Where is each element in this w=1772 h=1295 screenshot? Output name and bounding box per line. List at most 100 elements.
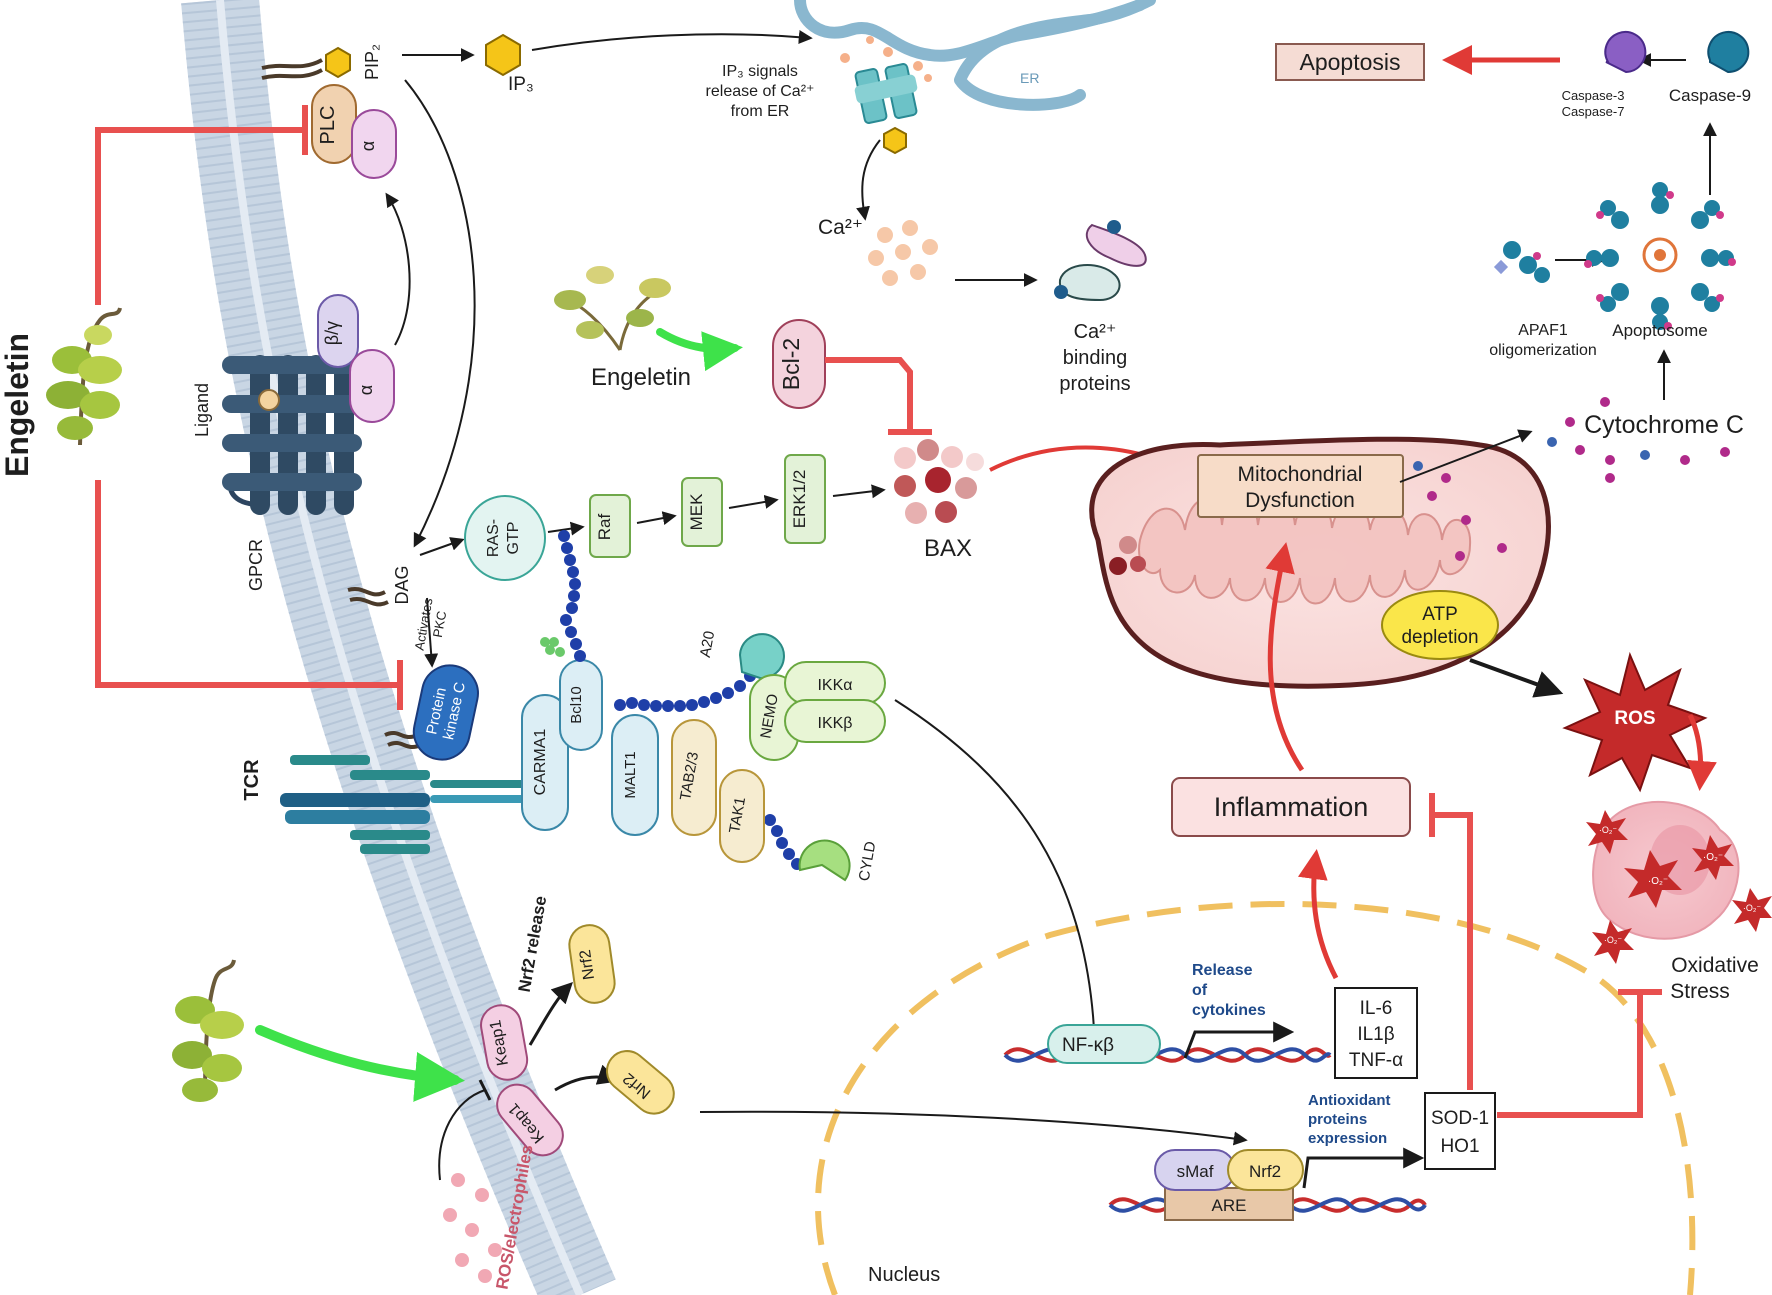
o2-label-d: ·O₂⁻: [1604, 935, 1622, 945]
nucleus-label: Nucleus: [868, 1264, 940, 1286]
cytochrome-dots: [1547, 397, 1730, 483]
transcription-arrow-nfkb: [1183, 1021, 1295, 1059]
nrf2-released-label: Nrf2: [577, 948, 598, 980]
oxidative-line1: Oxidative: [1671, 954, 1759, 977]
engeletin-center-label: Engeletin: [591, 364, 691, 391]
erk-label: ERK1/2: [790, 470, 809, 529]
ca-label: Ca²⁺: [818, 216, 863, 239]
ikka-label: IKKα: [817, 677, 852, 694]
apaf1-line1: APAF1: [1518, 322, 1568, 339]
ca-binding-proteins-icon: [1054, 220, 1147, 302]
tnfa-label: TNF-α: [1349, 1050, 1403, 1071]
nrf2-release-label: Nrf2 release: [515, 894, 551, 993]
atp-to-ros-arrow: [1469, 658, 1564, 698]
a20-label: A20: [697, 630, 718, 659]
nrf2-nuclear-label: Nrf2: [1249, 1162, 1281, 1181]
apoptosome-label: Apoptosome: [1612, 321, 1707, 340]
ip3-hexagon: [485, 33, 521, 77]
are-label: ARE: [1212, 1196, 1247, 1215]
antiox-inhibit-inflammation: [1432, 812, 1473, 1090]
ca-ions: [868, 220, 938, 286]
gpcr-group: Ligand GPCR β/γ α PIP₂ PLC α: [192, 44, 411, 591]
keap1-protein-upper: [480, 1004, 529, 1081]
nrf2-free-protein: [605, 1050, 675, 1115]
plasma-membrane: [181, 0, 616, 1295]
ip3-bound-hexagon: [883, 126, 907, 155]
inflammation-box: [1171, 777, 1411, 837]
er-to-ca-arrow: [856, 139, 881, 221]
cyld-label: CYLD: [856, 840, 880, 883]
nfkb-label: NF-κβ: [1062, 1035, 1114, 1056]
mek-label: MEK: [687, 493, 706, 531]
bax-label: BAX: [924, 535, 972, 562]
green-activation-arrow-bcl2: [656, 328, 743, 372]
mek-protein: [681, 477, 723, 547]
nucleus: Nucleus: [815, 901, 1696, 1295]
alpha-to-plc-arrow: [385, 192, 411, 346]
ikk-to-nfkb-arrow: [894, 699, 1102, 1053]
antiox-line3: expression: [1308, 1130, 1387, 1147]
apoptosis-label: Apoptosis: [1299, 49, 1400, 75]
inhibit-line-plc: [95, 127, 305, 305]
ca-binding-line1: Ca²⁺: [1074, 321, 1117, 343]
cyld-protein: [798, 839, 851, 882]
ip3-signal-line1: IP₃ signals: [722, 63, 798, 80]
cytokines-to-inflammation-arrow: [1297, 849, 1339, 980]
atp-line1: ATP: [1422, 604, 1458, 625]
il6-label: IL-6: [1360, 998, 1393, 1019]
cytochrome-dots-inside: [1413, 461, 1507, 561]
g-beta-gamma: [317, 294, 359, 368]
dag-to-ras-arrow: [419, 537, 465, 556]
ras-line1: RAS-: [485, 519, 502, 557]
apoptosis-box: [1275, 43, 1425, 81]
ikk-complex: NEMO IKKα IKKβ: [749, 661, 886, 761]
nfkb-protein: [1047, 1024, 1161, 1064]
cytochrome-c-label: Cytochrome C: [1584, 411, 1744, 439]
green-ubiquitin: [540, 637, 565, 657]
atp-depletion-badge: [1381, 590, 1499, 660]
mito-dysfunction-box: [1197, 454, 1404, 518]
nrf2-to-nucleus-arrow: [699, 1110, 1248, 1146]
ras-to-raf-arrow: [547, 521, 585, 536]
are-box: [1164, 1187, 1294, 1221]
pip2-to-dag-arrow: [404, 79, 476, 548]
ca-binding-line3: proteins: [1059, 373, 1130, 395]
mito-dysfunction-line2: Dysfunction: [1245, 489, 1355, 512]
tak1-protein: [719, 769, 765, 863]
ikkb-protein: [784, 699, 886, 743]
mito-to-cytc-arrow: [1399, 429, 1533, 483]
caspase37-icon: [1604, 31, 1647, 74]
ros-to-stress-arrow: [1686, 713, 1717, 791]
activates-pkc-line2: PKC: [430, 610, 449, 639]
ros-star: [1562, 651, 1708, 793]
malt1-label: MALT1: [622, 751, 639, 798]
o2-label-c: ·O₂⁻: [1599, 825, 1617, 835]
g-alpha-upper: [351, 109, 397, 179]
bax-cluster: [894, 439, 984, 524]
ip3-to-er-arrow: [531, 30, 813, 51]
ros-label: ROS: [1614, 708, 1655, 729]
nrf2-released-protein: [568, 924, 616, 1004]
o2-label-e: ·O₂⁻: [1743, 903, 1761, 913]
plant-icon-left: [46, 307, 122, 446]
carma1-label: CARMA1: [532, 729, 549, 796]
pip2-hexagon: [325, 46, 351, 79]
ip3-signal-line2: release of Ca²⁺: [706, 83, 815, 100]
antiox-line2: proteins: [1308, 1111, 1367, 1128]
raf-to-mek-arrow: [636, 511, 677, 525]
antiox-inhibit-oxidative: [1497, 992, 1643, 1118]
tcr-receptor: [280, 755, 530, 854]
apoptosome-icon: [1584, 182, 1736, 330]
release-line3: cytokines: [1192, 1002, 1266, 1019]
pip2-lipid-tails: [261, 58, 323, 80]
alpha-lower-label: α: [356, 385, 376, 395]
atp-line2: depletion: [1401, 627, 1478, 648]
nuclear-envelope: [815, 901, 1696, 1295]
apaf1-icon: [1493, 241, 1550, 283]
ligand-label: Ligand: [192, 383, 212, 437]
bcl2-protein: [772, 319, 826, 409]
antiox-line1: Antioxidant: [1308, 1092, 1391, 1109]
alpha-upper-label: α: [358, 141, 378, 151]
keap1-to-nrf2-arrow: [554, 1064, 619, 1092]
